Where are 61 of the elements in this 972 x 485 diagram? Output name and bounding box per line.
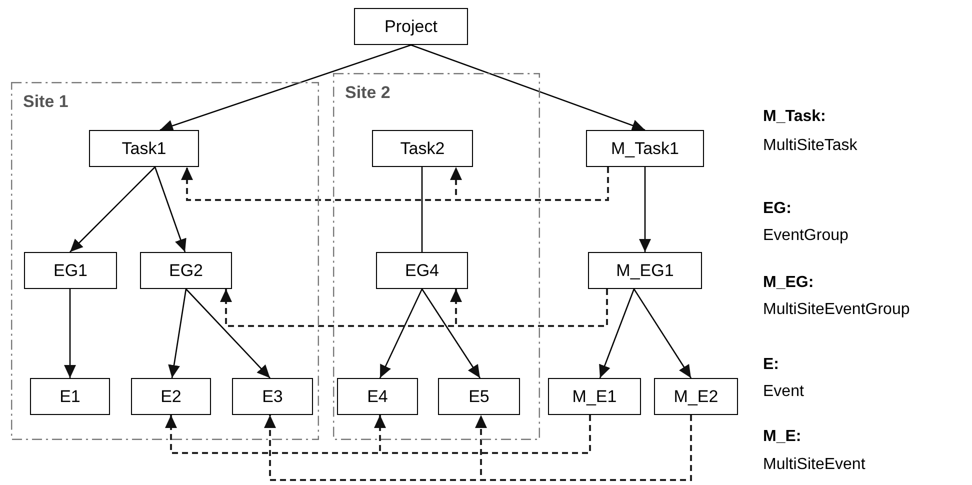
process-box	[232, 378, 313, 415]
process-box	[24, 252, 117, 289]
process-box	[337, 378, 418, 415]
arrow	[154, 166, 186, 252]
node-label: M_Task1	[610, 138, 680, 158]
arrow	[450, 289, 608, 327]
legend-term: M_E:	[763, 428, 802, 446]
legend-definition: EventGroup	[763, 227, 848, 245]
process-box	[131, 378, 211, 415]
arrow	[374, 415, 591, 454]
arrow	[450, 167, 609, 201]
site-region	[11, 82, 319, 440]
node-label: M_E2	[674, 386, 718, 406]
node-label: EG1	[53, 260, 88, 280]
arrow	[421, 288, 481, 378]
arrow	[633, 288, 692, 378]
process-box	[376, 252, 468, 289]
node-label: E4	[367, 386, 388, 406]
node-label: EG4	[404, 260, 440, 280]
arrow	[186, 288, 270, 378]
arrow	[70, 166, 156, 252]
process-box	[30, 378, 110, 415]
process-box	[548, 378, 641, 415]
node-label: E3	[262, 386, 283, 406]
process-box	[140, 252, 232, 289]
process-box	[588, 252, 702, 289]
node-label: Task1	[122, 138, 166, 158]
legend-term: EG:	[763, 200, 792, 218]
node-label: Task2	[400, 138, 445, 158]
node-label: EG2	[168, 260, 204, 280]
process-box	[438, 378, 520, 415]
arrow	[639, 167, 651, 252]
process-box	[354, 8, 468, 45]
legend-definition: MultiSiteEvent	[763, 456, 866, 474]
legend-definition: MultiSiteEventGroup	[763, 301, 910, 319]
region-title: Site 2	[345, 83, 390, 103]
process-box	[654, 378, 738, 415]
arrow	[160, 44, 412, 132]
site-region	[333, 73, 540, 440]
node-label: Project	[384, 16, 438, 36]
arrow	[599, 288, 635, 378]
arrow	[410, 44, 646, 132]
region-title: Site 1	[23, 92, 68, 112]
node-label: M_E1	[572, 386, 617, 406]
legend-definition: MultiSiteTask	[763, 137, 858, 155]
arrow	[475, 415, 692, 481]
arrow	[379, 288, 423, 378]
process-box	[586, 130, 704, 167]
legend-term: M_Task:	[763, 108, 826, 126]
process-box	[372, 130, 473, 167]
node-label: E5	[468, 386, 490, 406]
legend-term: E:	[763, 356, 779, 374]
legend-term: M_EG:	[763, 274, 814, 292]
node-label: E2	[160, 386, 182, 406]
node-label: M_EG1	[616, 260, 674, 280]
legend-definition: Event	[763, 383, 804, 401]
connector-line	[421, 167, 423, 252]
arrow	[64, 289, 76, 378]
arrow	[168, 288, 187, 378]
process-box	[89, 130, 199, 167]
node-label: E1	[60, 386, 80, 406]
